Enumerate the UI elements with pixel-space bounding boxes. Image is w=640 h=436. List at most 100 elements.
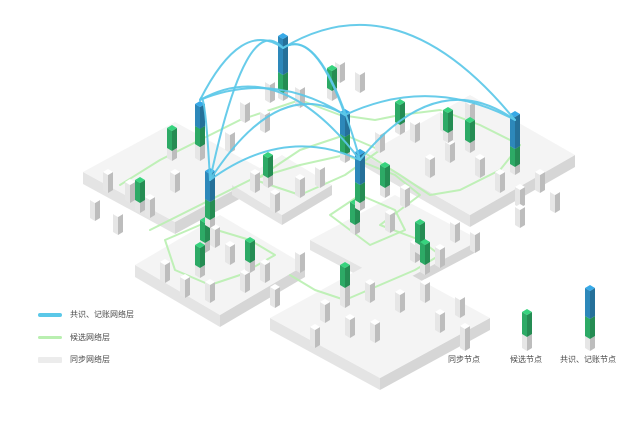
sync-node-35-seg-0-right	[475, 232, 480, 253]
sync-node-34	[450, 219, 460, 243]
candidate-node-11-seg-1-right	[448, 110, 453, 133]
consensus-node-west-seg-1-right	[200, 126, 205, 147]
sync-node-3-top	[145, 194, 155, 200]
sync-node-45-seg-0-left	[515, 207, 520, 228]
legend-sync-node-icon-seg-0-left	[460, 326, 465, 351]
candidate-node-14-seg-0-right	[425, 262, 430, 275]
sync-node-35	[470, 229, 480, 253]
sync-node-24-seg-0-right	[375, 322, 380, 343]
sync-node-33-seg-0-right	[440, 247, 445, 268]
consensus-link-southwest-center	[209, 102, 346, 181]
legend-sync-node-icon-seg-0-right	[465, 326, 470, 351]
platform-southwest-right-face	[220, 265, 305, 327]
platform-middle-right-face	[282, 185, 332, 225]
candidate-link-north	[119, 99, 521, 196]
sync-node-10-top	[295, 174, 305, 180]
candidate-node-6-seg-0-right	[200, 265, 205, 278]
sync-node-24-seg-0-left	[370, 322, 375, 343]
sync-node-14-top	[160, 259, 170, 265]
sync-node-38	[425, 154, 435, 178]
sync-node-36	[385, 209, 395, 233]
platform-middle-left-face	[232, 185, 282, 225]
sync-node-13-seg-0-left	[210, 227, 215, 248]
sync-node-44-seg-0-left	[550, 192, 555, 213]
sync-node-52-seg-0-left	[265, 82, 270, 103]
sync-node-18	[270, 284, 280, 308]
platform-middle-top-face	[232, 155, 332, 215]
candidate-node-13-seg-1-left	[415, 222, 420, 245]
sync-node-40	[475, 154, 485, 178]
candidate-node-0-seg-1-right	[140, 180, 145, 203]
sync-node-23-seg-0-left	[345, 317, 350, 338]
sync-node-51-top	[335, 59, 345, 65]
sync-node-41	[495, 169, 505, 193]
candidate-node-6-top	[195, 242, 205, 248]
sync-node-23	[345, 314, 355, 338]
sync-node-1-top	[113, 211, 123, 217]
sync-node-29-seg-0-right	[460, 297, 465, 318]
sync-node-21	[225, 241, 235, 265]
candidate-node-11-top	[443, 107, 453, 113]
sync-node-36-seg-0-left	[385, 212, 390, 233]
candidate-node-15-top	[340, 262, 350, 268]
sync-node-52-seg-0-right	[270, 82, 275, 103]
candidate-node-10-top	[395, 99, 405, 105]
candidate-node-6-seg-0-left	[195, 265, 200, 278]
sync-node-30-seg-0-right	[370, 282, 375, 303]
candidate-node-6	[195, 242, 205, 278]
sync-node-40-seg-0-left	[475, 157, 480, 178]
sync-node-2-seg-0-left	[125, 182, 130, 203]
candidate-layer-legend-swatch	[38, 336, 62, 339]
sync-node-21-seg-0-right	[230, 244, 235, 265]
consensus-node-north-seg-2-left	[278, 36, 283, 75]
sync-node-36-seg-0-right	[390, 212, 395, 233]
sync-node-10-seg-0-right	[300, 177, 305, 198]
sync-node-44-top	[550, 189, 560, 195]
sync-node-30	[365, 279, 375, 303]
sync-node-9-seg-0-right	[275, 192, 280, 213]
sync-node-25	[310, 324, 320, 348]
candidate-node-14	[420, 239, 430, 275]
candidate-node-5-seg-1-left	[200, 220, 205, 243]
sync-node-43-seg-0-left	[535, 172, 540, 193]
sync-node-26-top	[395, 289, 405, 295]
consensus-node-center-seg-2-left	[340, 112, 345, 137]
candidate-node-10-seg-0-right	[400, 122, 405, 135]
sync-node-20-seg-0-right	[265, 262, 270, 283]
sync-node-43-top	[535, 169, 545, 175]
sync-node-14-seg-0-right	[165, 262, 170, 283]
sync-node-5-top	[103, 169, 113, 175]
candidate-node-1-seg-1-left	[167, 128, 172, 151]
candidate-node-4	[263, 152, 273, 188]
sync-node-43-seg-0-right	[540, 172, 545, 193]
sync-node-9	[270, 189, 280, 213]
sync-node-41-seg-0-left	[495, 172, 500, 193]
legend-candidate-node-icon-top	[522, 309, 532, 315]
sync-node-24	[370, 319, 380, 343]
sync-node-29-top	[455, 294, 465, 300]
sync-node-7-seg-0-right	[245, 102, 250, 123]
candidate-node-9	[380, 162, 390, 198]
candidate-node-15-seg-1-left	[340, 265, 345, 288]
sync-node-27-top	[420, 279, 430, 285]
platform-southwest-left-face	[135, 265, 220, 327]
sync-node-6-top	[225, 129, 235, 135]
sync-node-15	[180, 274, 190, 298]
sync-node-49	[375, 129, 385, 153]
candidate-node-5-seg-0-right	[205, 240, 210, 253]
sync-node-44-seg-0-right	[555, 192, 560, 213]
consensus-layer-legend-label: 共识、记账网络层	[70, 310, 134, 319]
sync-node-44	[550, 189, 560, 213]
sync-node-15-seg-0-right	[185, 277, 190, 298]
sync-node-8-top	[260, 109, 270, 115]
sync-node-22-seg-0-right	[325, 302, 330, 323]
sync-node-14	[160, 259, 170, 283]
legend-candidate-node-icon-seg-1-left	[522, 312, 527, 337]
candidate-node-11	[443, 107, 453, 143]
sync-node-20-seg-0-left	[260, 262, 265, 283]
sync-node-16-seg-0-left	[205, 282, 210, 303]
sync-node-14-seg-0-left	[160, 262, 165, 283]
sync-node-19-top	[295, 249, 305, 255]
consensus-node-west	[195, 101, 205, 155]
sync-node-12-seg-0-left	[250, 172, 255, 193]
